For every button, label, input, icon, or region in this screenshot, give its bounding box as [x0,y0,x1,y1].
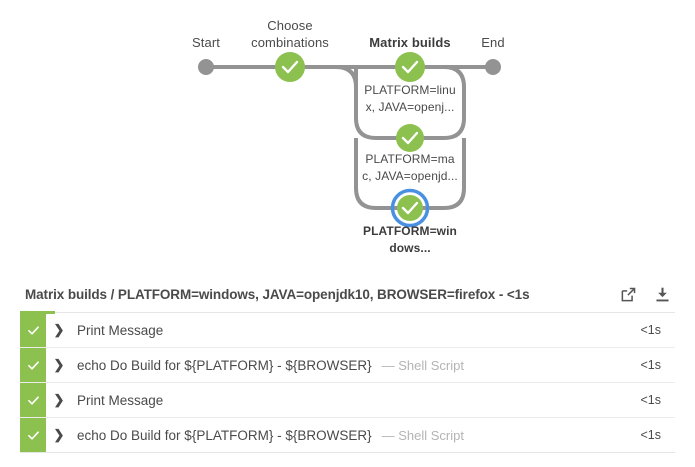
stage-label-end[interactable]: End [481,35,505,50]
step-status-icon [20,418,46,452]
step-duration: <1s [640,323,661,337]
node-start[interactable] [198,59,214,75]
connector-left-rail-windows [354,138,410,210]
step-label: echo Do Build for ${PLATFORM} - ${BROWSE… [77,357,372,373]
connector-windows-to-right-rail [410,138,466,210]
pipeline-graph: Start Choose combinations Matrix builds … [192,18,505,255]
node-end[interactable] [485,59,501,75]
connector-mac-to-right-rail [410,65,466,140]
step-duration: <1s [640,358,661,372]
step-label: Print Message [77,392,164,408]
steps-table: ❯ Print Message <1s ❯ echo Do Build for … [20,311,675,453]
stage-label-matrix-builds[interactable]: Matrix builds [369,35,451,50]
stage-label-start[interactable]: Start [192,35,220,50]
step-main: echo Do Build for ${PLATFORM} - ${BROWSE… [72,348,640,382]
step-duration: <1s [640,393,661,407]
step-expand-chevron-icon[interactable]: ❯ [53,392,65,407]
log-header: Matrix builds / PLATFORM=windows, JAVA=o… [0,278,695,310]
branch-label-windows[interactable]: PLATFORM=windows... [363,224,457,255]
step-status-icon [20,313,46,347]
step-row[interactable]: ❯ Print Message <1s [20,383,675,418]
step-expand-chevron-icon[interactable]: ❯ [53,322,65,337]
connector-spine-to-left-rail [335,65,358,88]
step-status-icon [20,383,46,417]
step-row[interactable]: ❯ Print Message <1s [20,313,675,348]
log-title: Matrix builds / PLATFORM=windows, JAVA=o… [25,286,530,302]
step-main: Print Message [72,313,640,347]
node-matrix-builds[interactable] [395,52,425,82]
node-choose-combinations[interactable] [275,52,305,82]
stage-label-choose-combinations[interactable]: Choose combinations [251,18,329,50]
pipeline-connectors [198,52,501,228]
download-icon[interactable] [651,283,673,305]
step-main: echo Do Build for ${PLATFORM} - ${BROWSE… [72,418,640,452]
branch-label-linux[interactable]: PLATFORM=linux, JAVA=openj... [364,83,456,114]
open-in-new-window-icon[interactable] [617,283,639,305]
step-row[interactable]: ❯ echo Do Build for ${PLATFORM} - ${BROW… [20,418,675,453]
step-expand-chevron-icon[interactable]: ❯ [53,357,65,372]
node-branch-windows[interactable] [390,188,430,228]
connector-left-rail-mac [354,67,410,140]
step-main: Print Message [72,383,640,417]
step-expand-chevron-icon[interactable]: ❯ [53,427,65,442]
step-type: — Shell Script [381,427,464,443]
step-label: Print Message [77,322,164,338]
step-status-icon [20,348,46,382]
progress-strip [20,311,55,314]
step-row[interactable]: ❯ echo Do Build for ${PLATFORM} - ${BROW… [20,348,675,383]
branch-label-mac[interactable]: PLATFORM=mac, JAVA=openjd... [362,152,458,183]
step-duration: <1s [640,428,661,442]
node-branch-mac[interactable] [396,124,424,152]
step-label: echo Do Build for ${PLATFORM} - ${BROWSE… [77,427,372,443]
step-type: — Shell Script [381,357,464,373]
